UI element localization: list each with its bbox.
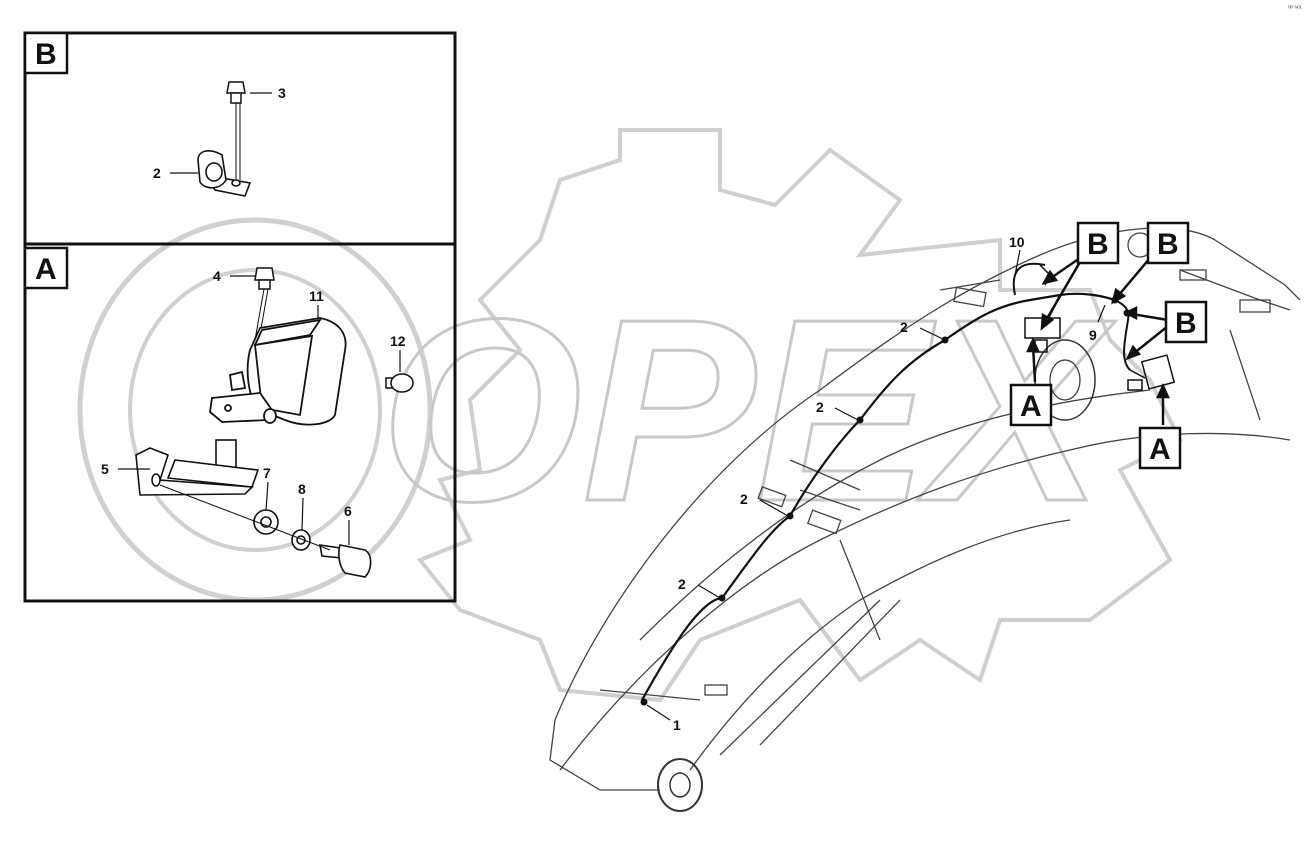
detail-a-callout-7: 7: [263, 465, 271, 481]
tag-b-2[interactable]: B: [1146, 221, 1190, 265]
washer-8-icon[interactable]: [291, 529, 311, 551]
svg-text:B: B: [1175, 307, 1197, 340]
watermark-text: OPEX: [380, 266, 1116, 556]
tag-a-2[interactable]: A: [1138, 426, 1182, 470]
bolt-6-icon[interactable]: [319, 544, 372, 578]
watermark: OPEX: [77, 128, 1183, 703]
detail-box-b: B 3 2: [23, 31, 286, 197]
corner-mark: ᴴᴾ ᴺᴼᴸ: [1288, 5, 1303, 12]
detail-b-callout-2: 2: [153, 165, 161, 181]
detail-a-callout-6: 6: [344, 503, 352, 519]
callout-2b: 2: [816, 399, 824, 415]
detail-frame: B 3 2 A: [23, 31, 457, 603]
callout-9: 9: [1089, 327, 1097, 343]
detail-a-callout-4: 4: [213, 268, 221, 284]
main-callouts: 10 2 2 2 2 9 1: [646, 234, 1106, 733]
svg-text:A: A: [1149, 433, 1171, 466]
callout-2c: 2: [740, 491, 748, 507]
callout-2d: 2: [678, 576, 686, 592]
bolt-icon[interactable]: [226, 81, 246, 180]
lamp-stand-icon[interactable]: [135, 439, 260, 496]
gear-watermark-icon: [416, 128, 1183, 703]
callout-1: 1: [673, 717, 681, 733]
detail-box-a: A: [23, 246, 414, 578]
detail-a-callout-12: 12: [390, 333, 406, 349]
work-lamp-icon[interactable]: [209, 317, 347, 426]
tag-a-1[interactable]: A: [1009, 383, 1053, 427]
clamp-icon[interactable]: [197, 150, 252, 197]
svg-text:A: A: [1020, 390, 1042, 423]
main-detail-tags: B B B A A: [1009, 221, 1208, 470]
detail-box-b-tag: B: [35, 38, 57, 71]
tag-b-1[interactable]: B: [1076, 221, 1120, 265]
callout-2a: 2: [900, 319, 908, 335]
detail-b-callout-3: 3: [278, 85, 286, 101]
detail-a-callout-5: 5: [101, 461, 109, 477]
callout-10: 10: [1009, 234, 1025, 250]
svg-text:B: B: [1087, 228, 1109, 261]
bulb-icon[interactable]: [385, 373, 414, 393]
detail-box-a-tag: A: [35, 253, 57, 286]
boom-lamp-right[interactable]: [1127, 354, 1176, 391]
svg-text:B: B: [1157, 228, 1179, 261]
tag-b-3[interactable]: B: [1164, 300, 1208, 344]
detail-a-callout-8: 8: [298, 481, 306, 497]
detail-a-callout-11: 11: [309, 288, 324, 304]
